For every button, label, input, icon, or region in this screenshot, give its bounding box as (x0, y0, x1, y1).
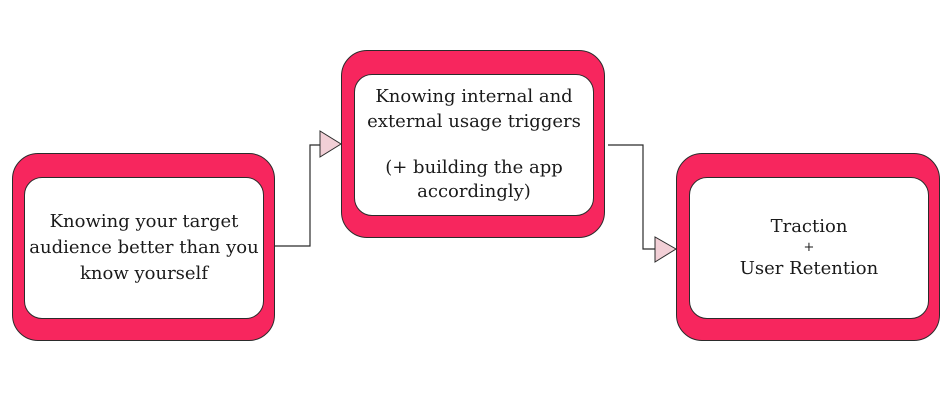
edge-step1-to-step2 (275, 144, 320, 247)
step-2-line-2: external usage triggers (367, 110, 581, 132)
arrowhead-step2 (319, 130, 342, 158)
step-1-line-1: Knowing your target (49, 210, 239, 232)
step-1-box: Knowing your target audience better than… (12, 153, 275, 341)
step-1-line-3: know yourself (80, 263, 208, 285)
step-3-box: Traction + User Retention (676, 153, 940, 341)
step-1-line-2: audience better than you (29, 236, 259, 258)
step-2-line-1: Knowing internal and (375, 86, 573, 108)
step-2-text: Knowing internal and external usage trig… (354, 74, 594, 216)
edge-step2-to-step3 (608, 144, 655, 250)
step-3-plus: + (803, 240, 815, 256)
step-3-text: Traction + User Retention (689, 177, 929, 319)
step-2-box: Knowing internal and external usage trig… (341, 50, 605, 238)
step-3-line-2: User Retention (739, 257, 879, 279)
step-2-note-line-1: (+ building the app (385, 157, 563, 178)
arrowhead-step3 (654, 236, 677, 263)
step-2-note-line-2: accordingly) (417, 181, 531, 203)
step-1-text: Knowing your target audience better than… (24, 177, 264, 319)
step-3-line-1: Traction (770, 216, 848, 238)
